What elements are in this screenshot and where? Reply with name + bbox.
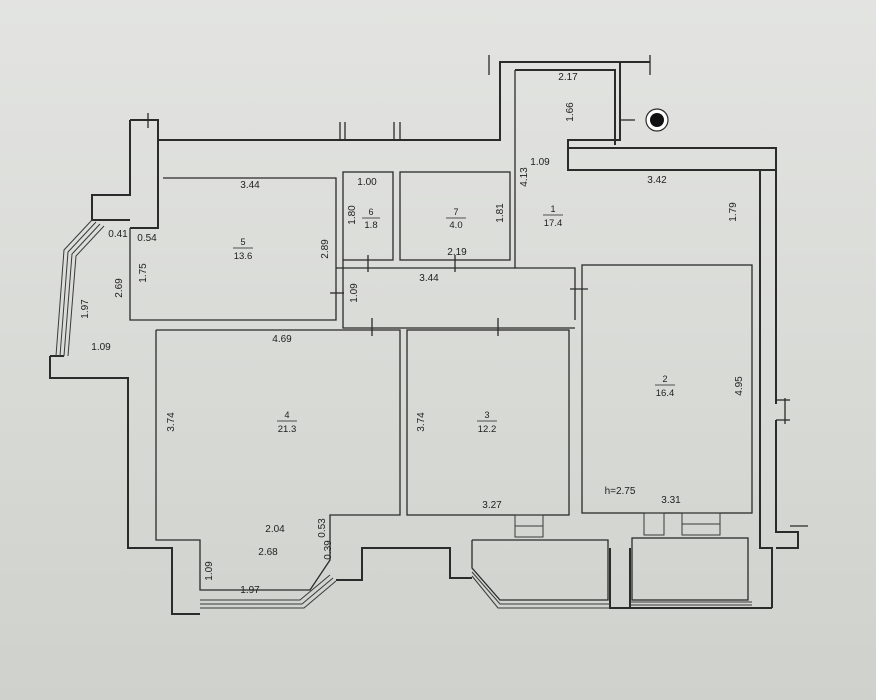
dim-1-66: 1.66 [565, 102, 576, 122]
outer-walls [49, 61, 799, 615]
dim-3-74-mid: 3.74 [416, 412, 427, 432]
room-2-area: 16.4 [656, 388, 675, 399]
room-labels: 1 17.4 2 16.4 3 12.2 4 21.3 5 13.6 6 1.8 [233, 204, 675, 435]
dim-2-68: 2.68 [258, 547, 278, 558]
room-5-number: 5 [240, 237, 245, 247]
room-7-area: 4.0 [449, 220, 462, 231]
dim-3-42: 3.42 [647, 175, 667, 186]
room-3-label: 3 12.2 [477, 410, 497, 435]
room-7-number: 7 [453, 207, 458, 217]
dim-3-44-mid: 3.44 [419, 273, 439, 284]
dim-2-17: 2.17 [558, 72, 578, 83]
dim-1-09-top: 1.09 [530, 157, 550, 168]
room-3-number: 3 [484, 410, 489, 420]
room-5-area: 13.6 [234, 251, 253, 262]
room-4-label: 4 21.3 [277, 410, 297, 435]
dim-2-19: 2.19 [447, 247, 467, 258]
room-1-area: 17.4 [544, 218, 563, 229]
dim-3-74-left: 3.74 [166, 412, 177, 432]
dim-0-41: 0.41 [108, 229, 128, 240]
dim-1-79: 1.79 [728, 202, 739, 222]
dim-1-09-left: 1.09 [91, 342, 111, 353]
dim-3-31: 3.31 [661, 495, 681, 506]
ceiling-height: h=2.75 [605, 486, 636, 497]
room-6-label: 6 1.8 [362, 207, 380, 231]
room-5-label: 5 13.6 [233, 237, 253, 262]
ventilation-core-icon [650, 113, 664, 127]
dim-1-80: 1.80 [347, 205, 358, 225]
dim-0-53: 0.53 [317, 518, 328, 538]
dim-0-39: 0.39 [323, 540, 334, 560]
dim-2-04: 2.04 [265, 524, 285, 535]
room-7-label: 7 4.0 [446, 207, 466, 231]
dim-4-95: 4.95 [734, 376, 745, 396]
dim-3-44-top: 3.44 [240, 180, 260, 191]
dim-2-89: 2.89 [320, 239, 331, 259]
room-6-area: 1.8 [364, 220, 377, 231]
inner-walls [129, 70, 753, 601]
dim-1-81: 1.81 [495, 203, 506, 223]
room-1-number: 1 [550, 204, 555, 214]
dim-4-13: 4.13 [519, 167, 530, 187]
windows [55, 219, 752, 609]
room-2-label: 2 16.4 [655, 374, 675, 399]
room-4-number: 4 [284, 410, 289, 420]
dim-2-69: 2.69 [114, 278, 125, 298]
dim-1-75: 1.75 [138, 263, 149, 283]
dim-1-97-bottom: 1.97 [240, 585, 260, 596]
dim-1-97-left: 1.97 [80, 299, 91, 319]
dim-1-00: 1.00 [357, 177, 377, 188]
room-4-area: 21.3 [278, 424, 297, 435]
dim-1-09-mid: 1.09 [349, 283, 360, 303]
dim-1-09-bottom: 1.09 [204, 561, 215, 581]
room-3-area: 12.2 [478, 424, 497, 435]
dim-0-54: 0.54 [137, 233, 157, 244]
dim-3-27: 3.27 [482, 500, 502, 511]
room-1-label: 1 17.4 [543, 204, 563, 229]
dimension-labels: 2.17 1.66 1.09 4.13 3.42 1.79 3.44 1.00 … [80, 72, 745, 596]
room-2-number: 2 [662, 374, 667, 384]
door-ticks [147, 55, 808, 527]
room-6-number: 6 [368, 207, 373, 217]
dim-4-69: 4.69 [272, 334, 292, 345]
